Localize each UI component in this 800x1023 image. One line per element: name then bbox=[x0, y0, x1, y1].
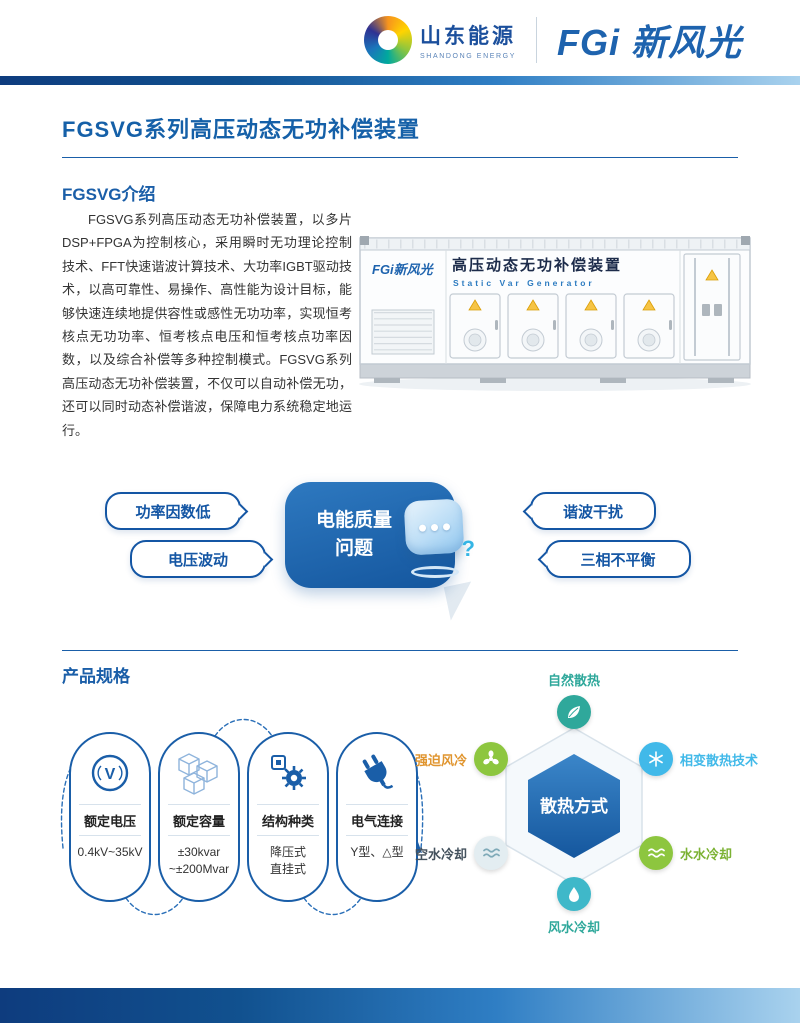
water-waves-icon bbox=[639, 836, 673, 870]
hexagon-graphic: 散热方式 bbox=[505, 727, 643, 885]
bubble-tail bbox=[537, 551, 554, 568]
cooling-node-phase-change: 相变散热技术 bbox=[639, 742, 758, 776]
power-quality-diagram: 功率因数低 电压波动 谐波干扰 三相不平衡 电能质量 问题 bbox=[0, 472, 800, 662]
spec-label: 结构种类 bbox=[257, 804, 319, 836]
cooling-node-wind-water: 风水冷却 bbox=[548, 877, 600, 936]
speech-tail bbox=[443, 581, 479, 621]
chat-cube bbox=[403, 498, 465, 556]
warning-triangle-icon bbox=[705, 269, 719, 281]
dot-icon bbox=[430, 523, 438, 531]
power-quality-center-label: 电能质量 问题 bbox=[311, 507, 397, 562]
cooling-node-water-water: 水水冷却 bbox=[639, 836, 732, 870]
bubble-voltage-fluctuation: 电压波动 bbox=[130, 540, 274, 578]
bubble-label: 三相不平衡 bbox=[580, 551, 656, 569]
center-label-line2: 问题 bbox=[334, 538, 373, 559]
cooling-label: 风水冷却 bbox=[547, 920, 601, 935]
bubble-tail bbox=[522, 503, 539, 520]
device-brand-label: FGi新风光 bbox=[372, 262, 435, 277]
question-mark-icon: ? bbox=[461, 536, 475, 561]
intro-heading: FGSVG介绍 bbox=[62, 185, 156, 204]
product-image: FGi新风光 高压动态无功补偿装置 Static Var Generator bbox=[359, 236, 751, 391]
spec-card-rated-voltage: V 额定电压 0.4kV~35kV bbox=[69, 732, 151, 902]
cooling-node-forced-air: 强迫风冷 bbox=[415, 742, 508, 776]
leaf-icon bbox=[556, 695, 591, 729]
center-label-line1: 电能质量 bbox=[315, 510, 392, 532]
spec-label: 额定电压 bbox=[79, 804, 141, 836]
header-accent-bar bbox=[0, 76, 800, 85]
spec-value: Y型、△型 bbox=[350, 845, 404, 859]
plug-icon bbox=[355, 746, 399, 800]
header: 山东能源 SHANDONG ENERGY FGi 新风光 bbox=[364, 8, 742, 72]
cooling-label: 空水冷却 bbox=[414, 846, 467, 862]
spec-value: ±30kvar ~±200Mvar bbox=[168, 845, 230, 877]
main-door bbox=[683, 253, 741, 361]
device-subtitle: Static Var Generator bbox=[453, 278, 595, 288]
cooling-label: 自然散热 bbox=[547, 673, 601, 688]
cooling-diagram: 散热方式 自然散热 强迫风冷 bbox=[415, 668, 796, 960]
cooling-label: 强迫风冷 bbox=[414, 752, 467, 768]
cooling-node-air-water: 空水冷却 bbox=[415, 836, 508, 870]
fan-icon bbox=[474, 742, 508, 776]
shandong-energy-logo-icon bbox=[364, 16, 412, 64]
power-quality-center: 电能质量 问题 ? bbox=[285, 482, 475, 588]
vent-grille bbox=[371, 309, 435, 355]
dot-icon bbox=[442, 522, 450, 531]
bubble-tail bbox=[232, 503, 249, 520]
page-title: FGSVG系列高压动态无功补偿装置 bbox=[62, 112, 738, 158]
spec-value: 降压式 直挂式 bbox=[269, 845, 306, 877]
dot-icon bbox=[418, 523, 426, 532]
cooling-node-natural: 自然散热 bbox=[548, 670, 600, 729]
spec-label: 电气连接 bbox=[346, 804, 408, 836]
svg-text:V: V bbox=[105, 766, 116, 783]
bubble-label: 功率因数低 bbox=[135, 503, 211, 521]
warning-triangle-icon bbox=[468, 299, 482, 311]
ring-base bbox=[411, 566, 459, 578]
bubble-harmonic-interference: 谐波干扰 bbox=[522, 492, 656, 530]
water-drop-icon bbox=[556, 877, 591, 911]
bubble-label: 电压波动 bbox=[167, 551, 228, 569]
bubble-label: 谐波干扰 bbox=[562, 503, 623, 521]
air-water-icon bbox=[474, 836, 508, 870]
chat-bubble-3d-icon: ? bbox=[397, 496, 475, 578]
spec-card-rated-capacity: 额定容量 ±30kvar ~±200Mvar bbox=[158, 732, 240, 902]
specs-diagram: V 额定电压 0.4kV~35kV 额定容量 ±30kvar ~±2 bbox=[55, 690, 427, 960]
shandong-energy-logo-text: 山东能源 SHANDONG ENERGY bbox=[420, 20, 516, 60]
specs-heading: 产品规格 bbox=[62, 667, 130, 686]
snowflake-icon bbox=[639, 742, 673, 776]
footer-accent-bar bbox=[0, 988, 800, 1023]
bubble-tail bbox=[257, 551, 274, 568]
cooling-center-label: 散热方式 bbox=[540, 796, 608, 816]
intro-paragraph: FGSVG系列高压动态无功补偿装置，以多片DSP+FPGA为控制核心，采用瞬时无… bbox=[62, 212, 352, 438]
fgi-logo: FGi 新风光 bbox=[557, 22, 742, 63]
brand-divider bbox=[536, 17, 537, 63]
spec-value: 0.4kV~35kV bbox=[77, 845, 143, 859]
spec-label: 额定容量 bbox=[168, 804, 230, 836]
device-title: 高压动态无功补偿装置 bbox=[452, 256, 622, 274]
cooling-label: 水水冷却 bbox=[680, 846, 733, 862]
shandong-energy-logo: 山东能源 SHANDONG ENERGY bbox=[364, 16, 516, 64]
capacity-cubes-icon bbox=[176, 746, 222, 800]
structure-gear-icon bbox=[266, 746, 310, 800]
brand-left-subtitle: SHANDONG ENERGY bbox=[420, 53, 516, 60]
brand-left-name: 山东能源 bbox=[420, 25, 516, 48]
bubble-three-phase-imbalance: 三相不平衡 bbox=[537, 540, 691, 578]
cooling-label: 相变散热技术 bbox=[680, 752, 759, 768]
section-divider bbox=[62, 650, 738, 651]
bubble-low-power-factor: 功率因数低 bbox=[105, 492, 249, 530]
voltmeter-icon: V bbox=[88, 746, 132, 800]
spec-card-structure-type: 结构种类 降压式 直挂式 bbox=[247, 732, 329, 902]
spec-card-electrical-connection: 电气连接 Y型、△型 bbox=[336, 732, 418, 902]
cabinet-door bbox=[449, 293, 501, 359]
